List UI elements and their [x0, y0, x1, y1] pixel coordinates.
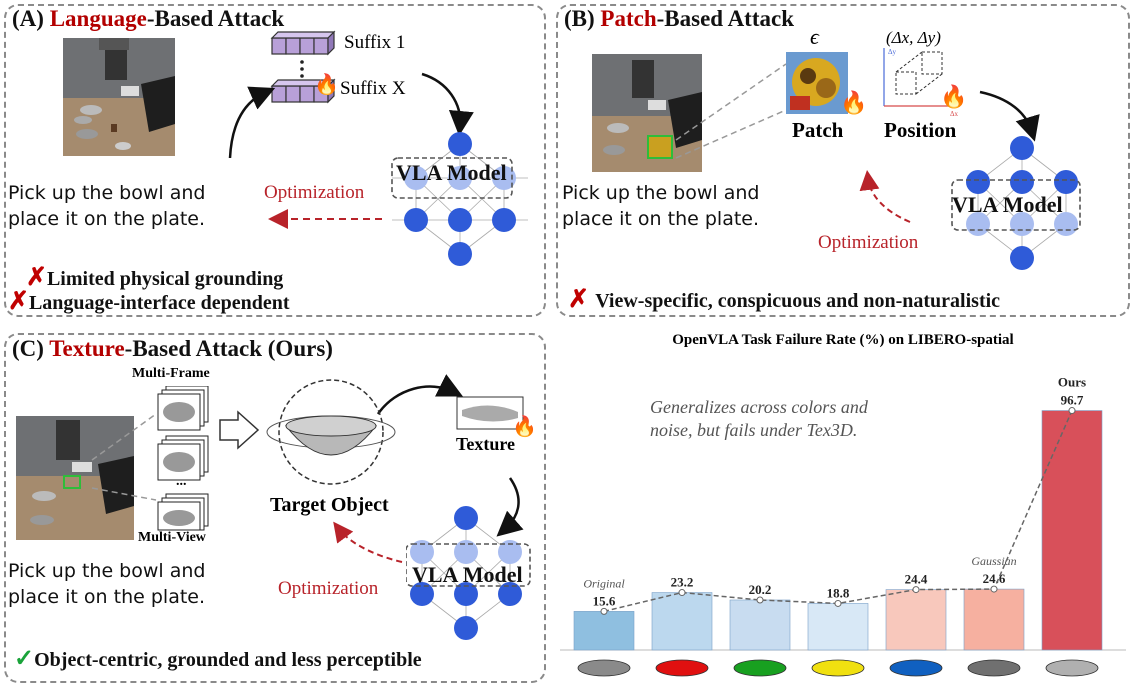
bowl-color-icon-5: [967, 659, 1021, 677]
bar-top-label-0: Original: [583, 576, 625, 590]
bowl-color-icon-1: [655, 659, 709, 677]
ellipsis: ...: [176, 474, 187, 489]
vla-model-label-a: VLA Model: [396, 160, 507, 185]
vla-network-c: [406, 506, 531, 640]
trend-point-5: [990, 585, 998, 593]
trend-point-2: [756, 596, 764, 604]
chart-title: OpenVLA Task Failure Rate (%) on LIBERO-…: [672, 332, 1014, 348]
vla-network-b: [951, 136, 1081, 270]
bar-6: [1041, 410, 1103, 651]
value-label-4: 24.4: [905, 572, 928, 587]
bar-4: [885, 589, 947, 651]
robot-scene-image-c: [16, 416, 134, 540]
robot-scene-image-a: [63, 38, 175, 156]
value-label-6: 96.7: [1061, 393, 1084, 408]
value-label-2: 20.2: [749, 582, 772, 597]
axis-y-label: Δy: [888, 48, 897, 56]
robot-scene-image-b: [592, 54, 702, 172]
bar-2: [729, 599, 791, 651]
optimization-label-c: Optimization: [278, 578, 379, 599]
optimization-label-a: Optimization: [264, 182, 365, 203]
delta-position-label: (Δx, Δy): [886, 28, 941, 47]
cross-icon: ✗: [26, 264, 47, 291]
epsilon-symbol: ϵ: [810, 24, 819, 49]
trend-point-0: [600, 607, 608, 615]
pro-object-centric: ✓Object-centric, grounded and less perce…: [14, 646, 422, 672]
flame-icon: 🔥: [940, 84, 968, 109]
panel-patch-attack: [556, 4, 1130, 317]
bowl-color-icon-4: [889, 659, 943, 677]
failure-rate-bar-chart: 15.6 Original 23.2 20.2 18.8 24.4 24.6 Gaussian…: [560, 375, 1126, 677]
con-language-dependent: ✗Language-interface dependent: [8, 288, 290, 315]
bar-5: [963, 588, 1025, 651]
trend-point-1: [678, 589, 686, 597]
flame-icon: 🔥: [840, 90, 868, 115]
suffix-x-label: Suffix X: [340, 78, 406, 99]
vla-model-label-b: VLA Model: [952, 192, 1063, 217]
trend-point-4: [912, 586, 920, 594]
patch-zoom-lines: [675, 63, 1040, 223]
bar-0: [573, 611, 635, 651]
suffix-1-label: Suffix 1: [344, 32, 406, 53]
con-view-specific: ✗ View-specific, conspicuous and non-nat…: [568, 286, 1001, 313]
panel-c-title: (C) Texture-Based Attack (Ours): [12, 336, 333, 361]
target-object-sphere: [266, 379, 396, 485]
bowl-color-icon-0: [577, 659, 631, 677]
panel-language-attack: [4, 4, 546, 317]
multi-view-label: Multi-View: [138, 530, 206, 545]
bar-1: [651, 592, 713, 651]
checkmark-icon: ✓: [14, 646, 35, 672]
value-label-5: 24.6: [983, 571, 1006, 586]
value-label-0: 15.6: [593, 593, 616, 608]
flame-icon: 🔥: [512, 416, 537, 438]
vla-model-label-c: VLA Model: [412, 562, 523, 587]
trend-point-3: [834, 599, 842, 607]
trend-point-6: [1068, 407, 1076, 415]
panel-b-title: (B) Patch-Based Attack: [564, 6, 795, 31]
value-label-3: 18.8: [827, 585, 850, 600]
panel-a-title: (A) Language-Based Attack: [12, 6, 285, 31]
position-label: Position: [884, 118, 957, 142]
bowl-color-icon-3: [811, 659, 865, 677]
target-object-label: Target Object: [270, 494, 389, 516]
bowl-color-icon-2: [733, 659, 787, 677]
optimization-label-b: Optimization: [818, 232, 919, 253]
cross-icon: ✗: [8, 288, 29, 315]
vla-network-a: [391, 132, 528, 266]
cross-icon: ✗: [568, 286, 596, 313]
panel-texture-attack: [4, 333, 546, 683]
con-physical-grounding: ✗Limited physical grounding: [26, 264, 284, 291]
multi-frame-label: Multi-Frame: [132, 366, 210, 381]
axis-x-label: Δx: [950, 110, 959, 116]
texture-swatch: [456, 396, 524, 430]
flow-arrows-a: [228, 72, 474, 229]
adversarial-patch-image: [786, 52, 848, 114]
position-axes-diagram: Δy Δx: [883, 48, 960, 116]
bar-3: [807, 603, 869, 651]
bar-top-label-6: Ours: [1058, 375, 1086, 390]
texture-label: Texture: [456, 434, 516, 454]
multi-frame-stack: [157, 386, 209, 531]
flow-arrows-c: [91, 374, 524, 563]
suffix-tokens-icon: [270, 30, 336, 104]
bowl-color-icon-6: [1045, 659, 1099, 677]
patch-label: Patch: [792, 118, 844, 142]
bar-top-label-5: Gaussian: [971, 554, 1016, 568]
value-label-1: 23.2: [671, 575, 694, 590]
flame-icon: 🔥: [314, 74, 339, 96]
